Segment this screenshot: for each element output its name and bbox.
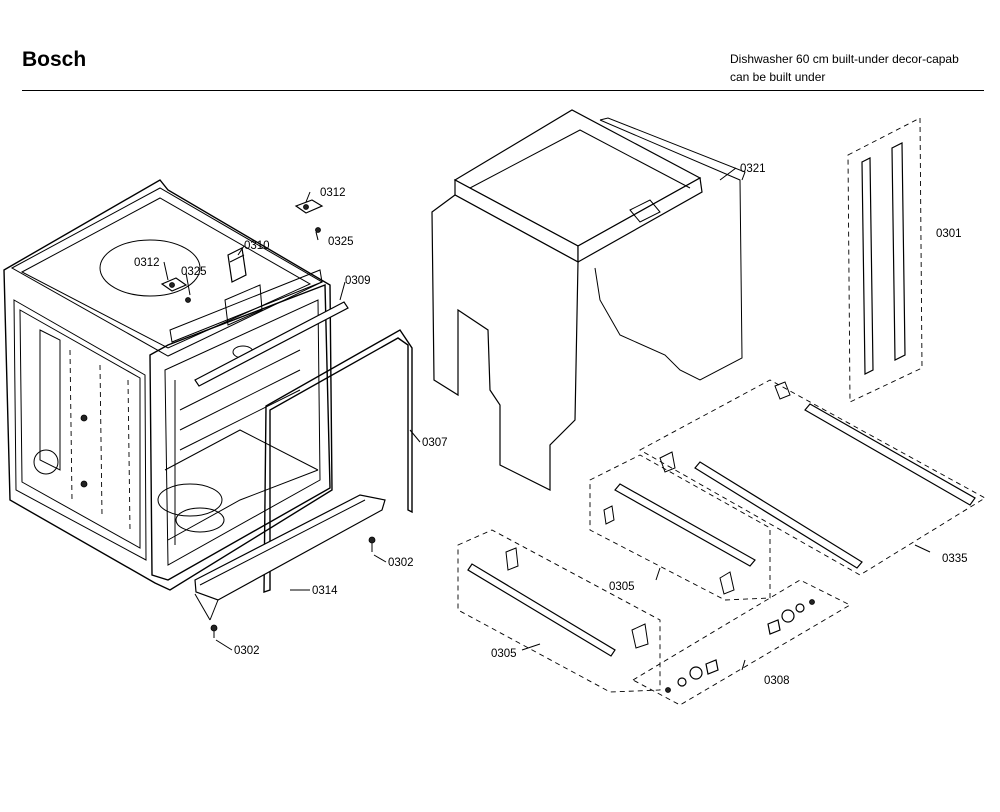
part-label-0310: 0310 bbox=[244, 240, 270, 252]
part-label-0325-left: 0325 bbox=[181, 266, 207, 278]
part-label-0302-bottom: 0302 bbox=[234, 645, 260, 657]
part-label-0321: 0321 bbox=[740, 163, 766, 175]
top-strip-part bbox=[194, 301, 349, 387]
small-parts-0308 bbox=[632, 579, 851, 706]
part-label-0314: 0314 bbox=[312, 585, 338, 597]
insulation-cover-part bbox=[431, 109, 746, 491]
hinge-brackets bbox=[160, 199, 324, 303]
part-label-0301: 0301 bbox=[936, 228, 962, 240]
side-rails-part bbox=[847, 117, 923, 403]
description-line-1: Dishwasher 60 cm built-under decor-capab bbox=[730, 52, 959, 66]
model-description: Dishwasher 60 cm built-under decor-capab… bbox=[730, 50, 959, 86]
brand-title: Bosch bbox=[22, 48, 87, 71]
bottom-cover-part bbox=[194, 494, 386, 621]
part-label-0307: 0307 bbox=[422, 437, 448, 449]
part-label-0302-right: 0302 bbox=[388, 557, 414, 569]
header-divider bbox=[22, 90, 984, 91]
part-label-0305-lower: 0305 bbox=[491, 648, 517, 660]
part-label-0312-top: 0312 bbox=[320, 187, 346, 199]
rails-part-0305-lower bbox=[457, 529, 661, 693]
door-seal-part bbox=[263, 329, 413, 593]
part-label-0308: 0308 bbox=[764, 675, 790, 687]
screw-parts bbox=[210, 536, 376, 638]
part-label-0309: 0309 bbox=[345, 275, 371, 287]
part-label-0312-left: 0312 bbox=[134, 257, 160, 269]
leader-lines bbox=[163, 167, 931, 671]
rails-part-0335 bbox=[639, 379, 986, 576]
description-line-2: can be built under bbox=[730, 70, 826, 84]
part-label-0305-upper: 0305 bbox=[609, 581, 635, 593]
part-label-0325-top: 0325 bbox=[328, 236, 354, 248]
part-label-0335: 0335 bbox=[942, 553, 968, 565]
rails-part-0305-upper bbox=[589, 454, 771, 601]
dishwasher-tub bbox=[3, 179, 333, 591]
